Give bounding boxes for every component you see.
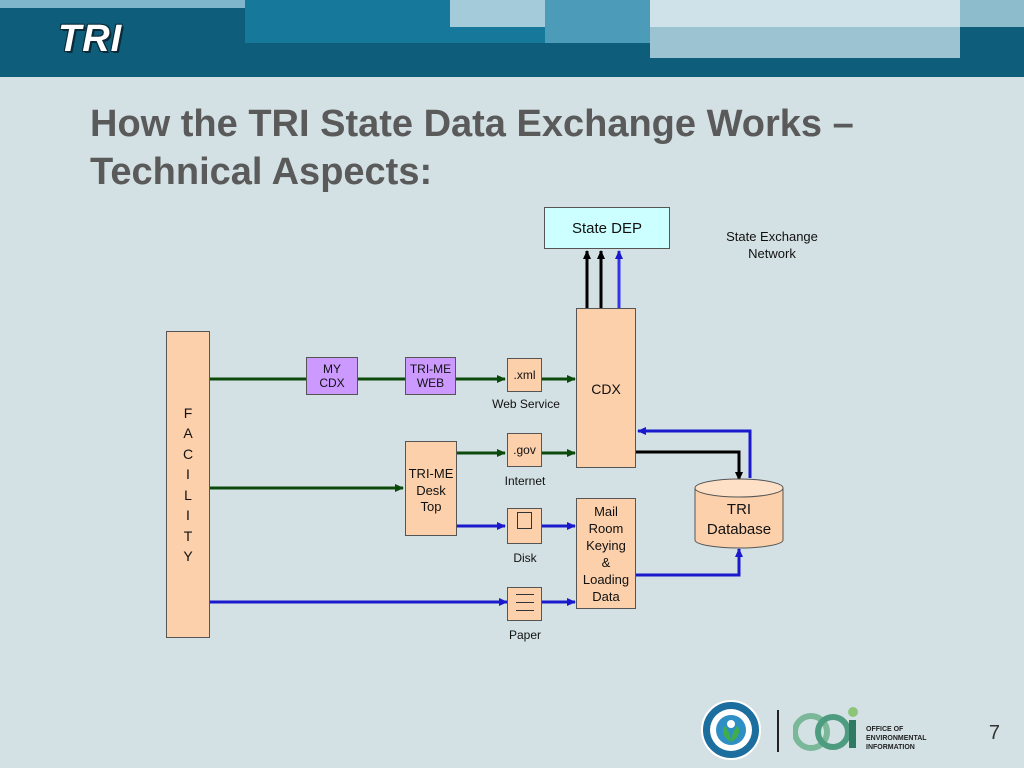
paper-icon: [516, 594, 534, 618]
epa-seal-graphic: [710, 709, 752, 751]
tridb-to-cdx-arrow: [637, 427, 752, 478]
state-dep-box: State DEP: [544, 207, 670, 249]
slide-title: How the TRI State Data Exchange Works – …: [90, 103, 854, 193]
facility-label: F A C I L I T Y: [182, 404, 194, 565]
oei-text: OFFICE OF ENVIRONMENTAL INFORMATION: [866, 726, 927, 751]
web-service-label: Web Service: [492, 397, 560, 411]
page-number: 7: [988, 722, 1000, 744]
disk-label: Disk: [513, 551, 537, 565]
paper-label: Paper: [508, 628, 542, 642]
my-cdx-box: MY CDX: [306, 357, 358, 395]
cdx-label: CDX: [591, 381, 621, 397]
mailroom-to-tridb-arrow: [636, 548, 743, 577]
gov-box: .gov: [507, 433, 542, 467]
tri-database-label: TRI Database: [706, 501, 772, 538]
xml-label: .xml: [513, 368, 536, 382]
my-cdx-label: MY CDX: [319, 362, 345, 390]
disk-box: [507, 508, 542, 544]
facility-box: F A C I L I T Y: [166, 331, 210, 638]
oei-logo-graphic: [792, 707, 858, 751]
epa-seal-icon: [701, 700, 761, 760]
state-dep-label: State DEP: [571, 219, 643, 237]
footer-logo-divider: [777, 710, 779, 752]
cdx-box: CDX: [576, 308, 636, 468]
disk-icon: [517, 512, 532, 529]
gov-label: .gov: [513, 443, 536, 457]
oei-logo-icon: [792, 704, 863, 754]
paper-box: [507, 587, 542, 621]
tri-me-web-label: TRI-ME WEB: [409, 362, 452, 390]
internet-label: Internet: [504, 474, 546, 488]
header-banner: TRI: [0, 0, 1024, 77]
mail-room-box: Mail Room Keying & Loading Data: [576, 498, 636, 609]
tri-me-web-box: TRI-ME WEB: [405, 357, 456, 395]
mail-room-label: Mail Room Keying & Loading Data: [582, 503, 630, 604]
tri-logo: TRI: [58, 18, 123, 60]
tri-me-desktop-label: TRI-ME Desk Top: [408, 466, 454, 514]
xml-box: .xml: [507, 358, 542, 392]
state-exchange-network-label: State Exchange Network: [726, 229, 818, 261]
tri-me-desktop-box: TRI-ME Desk Top: [405, 441, 457, 536]
tri-database-cylinder: [694, 478, 784, 549]
cdx-to-tridb-arrow: [636, 450, 743, 481]
